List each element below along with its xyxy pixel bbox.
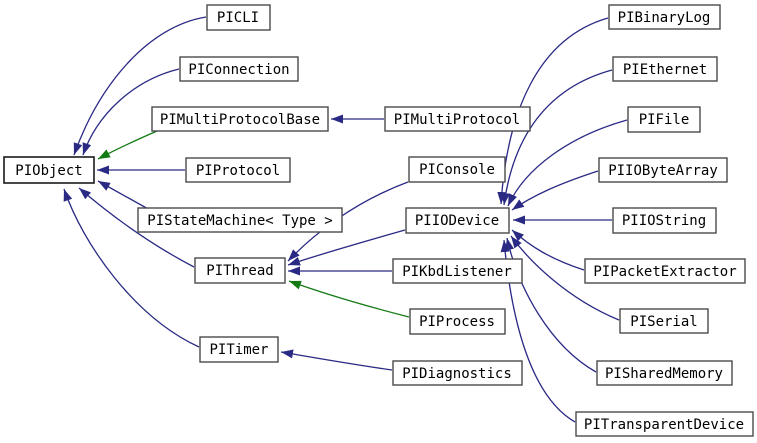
edge-pifile-to-piiodevice: [507, 119, 628, 207]
node-pitransparentdevice[interactable]: PITransparentDevice: [575, 411, 754, 437]
node-piconsole[interactable]: PIConsole: [408, 156, 506, 183]
node-pitimer-label: PITimer: [209, 342, 268, 358]
node-pidiagnostics-box[interactable]: [392, 360, 523, 386]
node-pisharedmemory[interactable]: PISharedMemory: [596, 360, 733, 386]
node-piserial[interactable]: PISerial: [619, 308, 709, 334]
node-picli[interactable]: PICLI: [206, 4, 271, 31]
node-pitimer[interactable]: PITimer: [199, 336, 279, 363]
node-pipacketextractor-label: PIPacketExtractor: [593, 264, 736, 280]
node-pipacketextractor-box[interactable]: [584, 258, 746, 284]
node-pimultiprotocolbase[interactable]: PIMultiProtocolBase: [151, 106, 329, 132]
node-pitimer-box[interactable]: [199, 336, 279, 363]
node-piiodevice-box[interactable]: [405, 207, 510, 234]
node-pidiagnostics[interactable]: PIDiagnostics: [392, 360, 523, 386]
node-piiostring-box[interactable]: [612, 207, 717, 234]
edge-piiobytearray-to-piiodevice: [511, 170, 599, 211]
node-piethernet[interactable]: PIEthernet: [612, 56, 718, 82]
edge-pimultiprotocolbase-to-piobject: [97, 130, 158, 160]
node-pithread-box[interactable]: [194, 257, 286, 284]
node-pithread[interactable]: PIThread: [194, 257, 286, 284]
node-piiodevice[interactable]: PIIODevice: [405, 207, 510, 234]
node-piserial-label: PISerial: [630, 314, 697, 330]
node-pifile-label: PIFile: [639, 112, 690, 128]
node-pitransparentdevice-box[interactable]: [575, 411, 754, 437]
edge-piserial-to-piiodevice: [510, 235, 620, 321]
edge-pidiagnostics-to-pitimer: [280, 349, 393, 371]
node-pibinarylog[interactable]: PIBinaryLog: [608, 4, 721, 30]
node-pifile-box[interactable]: [627, 106, 701, 133]
node-piconnection-label: PIConnection: [188, 62, 289, 78]
edge-piethernet-to-piiodevice: [501, 69, 613, 206]
node-piethernet-label: PIEthernet: [623, 62, 707, 78]
node-picli-box[interactable]: [206, 4, 271, 31]
node-pisharedmemory-label: PISharedMemory: [605, 366, 723, 382]
node-pimultiprotocolbase-label: PIMultiProtocolBase: [160, 112, 320, 128]
node-pisharedmemory-box[interactable]: [596, 360, 733, 386]
node-pistatemachine[interactable]: PIStateMachine< Type >: [137, 207, 343, 233]
node-pithread-label: PIThread: [206, 263, 273, 279]
edge-pithread-to-piobject: [78, 187, 195, 268]
edge-pisharedmemory-to-piiodevice: [505, 237, 597, 373]
node-pibinarylog-box[interactable]: [608, 4, 721, 30]
node-piserial-box[interactable]: [619, 308, 709, 334]
node-piiobytearray-label: PIIOByteArray: [608, 163, 718, 179]
node-piiostring[interactable]: PIIOString: [612, 207, 717, 234]
node-pipacketextractor[interactable]: PIPacketExtractor: [584, 258, 746, 284]
node-piconnection-box[interactable]: [179, 56, 299, 82]
node-piiodevice-label: PIIODevice: [415, 213, 499, 229]
node-piiobytearray[interactable]: PIIOByteArray: [598, 157, 728, 183]
node-piobject: PIObject: [3, 156, 95, 184]
node-piprotocol-box[interactable]: [185, 157, 291, 183]
edge-pistatemachine-to-piobject: [97, 180, 151, 211]
node-piprocess[interactable]: PIProcess: [409, 308, 506, 335]
node-piethernet-box[interactable]: [612, 56, 718, 82]
node-piprotocol[interactable]: PIProtocol: [185, 157, 291, 183]
node-pimultiprotocol[interactable]: PIMultiProtocol: [384, 106, 531, 132]
node-pimultiprotocol-box[interactable]: [384, 106, 531, 132]
edge-pipacketextractor-to-piiodevice: [511, 229, 585, 271]
edge-pitimer-to-piobject: [63, 188, 200, 348]
node-piconsole-label: PIConsole: [419, 162, 495, 178]
node-pidiagnostics-label: PIDiagnostics: [402, 366, 512, 382]
node-pifile[interactable]: PIFile: [627, 106, 701, 133]
node-piiobytearray-box[interactable]: [598, 157, 728, 183]
node-pitransparentdevice-label: PITransparentDevice: [584, 417, 744, 433]
edge-piprocess-to-pithread: [288, 280, 410, 318]
node-piprocess-box[interactable]: [409, 308, 506, 335]
node-pikbdlistener-label: PIKbdListener: [402, 264, 512, 280]
node-pikbdlistener-box[interactable]: [392, 258, 523, 284]
node-piobject-label: PIObject: [15, 163, 82, 179]
node-piprotocol-label: PIProtocol: [196, 163, 280, 179]
node-layer: PIObject PICLI PIConnection PIMultiProto…: [3, 4, 754, 437]
node-piprocess-label: PIProcess: [419, 314, 495, 330]
node-pibinarylog-label: PIBinaryLog: [618, 10, 711, 26]
node-pimultiprotocolbase-box[interactable]: [151, 106, 329, 132]
edge-piconnection-to-piobject: [82, 68, 180, 156]
node-picli-label: PICLI: [217, 10, 259, 26]
edge-piiodevice-to-pithread: [287, 229, 406, 266]
node-pimultiprotocol-label: PIMultiProtocol: [394, 112, 520, 128]
node-piconnection[interactable]: PIConnection: [179, 56, 299, 82]
node-pikbdlistener[interactable]: PIKbdListener: [392, 258, 523, 284]
node-piobject-box: [3, 156, 95, 184]
node-piiostring-label: PIIOString: [622, 213, 706, 229]
node-pistatemachine-label: PIStateMachine< Type >: [147, 213, 332, 229]
node-pistatemachine-box[interactable]: [137, 207, 343, 233]
node-piconsole-box[interactable]: [408, 156, 506, 183]
edge-picli-to-piobject: [73, 16, 207, 156]
